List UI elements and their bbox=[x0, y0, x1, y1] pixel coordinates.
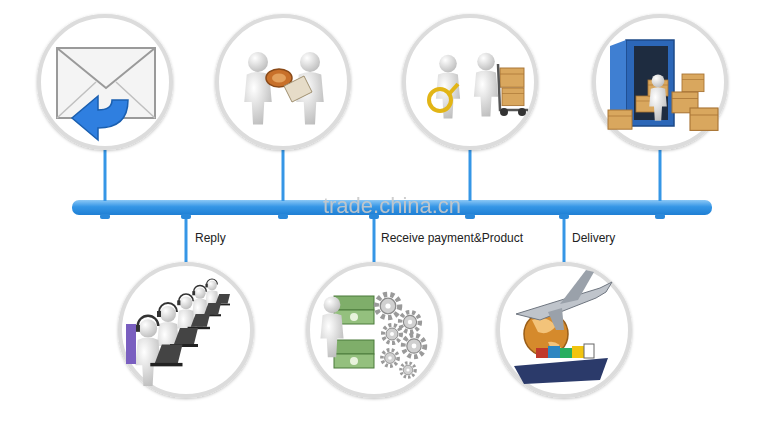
step-label: Delivery bbox=[572, 231, 615, 245]
watermark: trade.china.cn bbox=[323, 194, 461, 218]
step-label: Reply bbox=[195, 231, 226, 245]
step-label: Receive payment&Product bbox=[381, 231, 523, 245]
